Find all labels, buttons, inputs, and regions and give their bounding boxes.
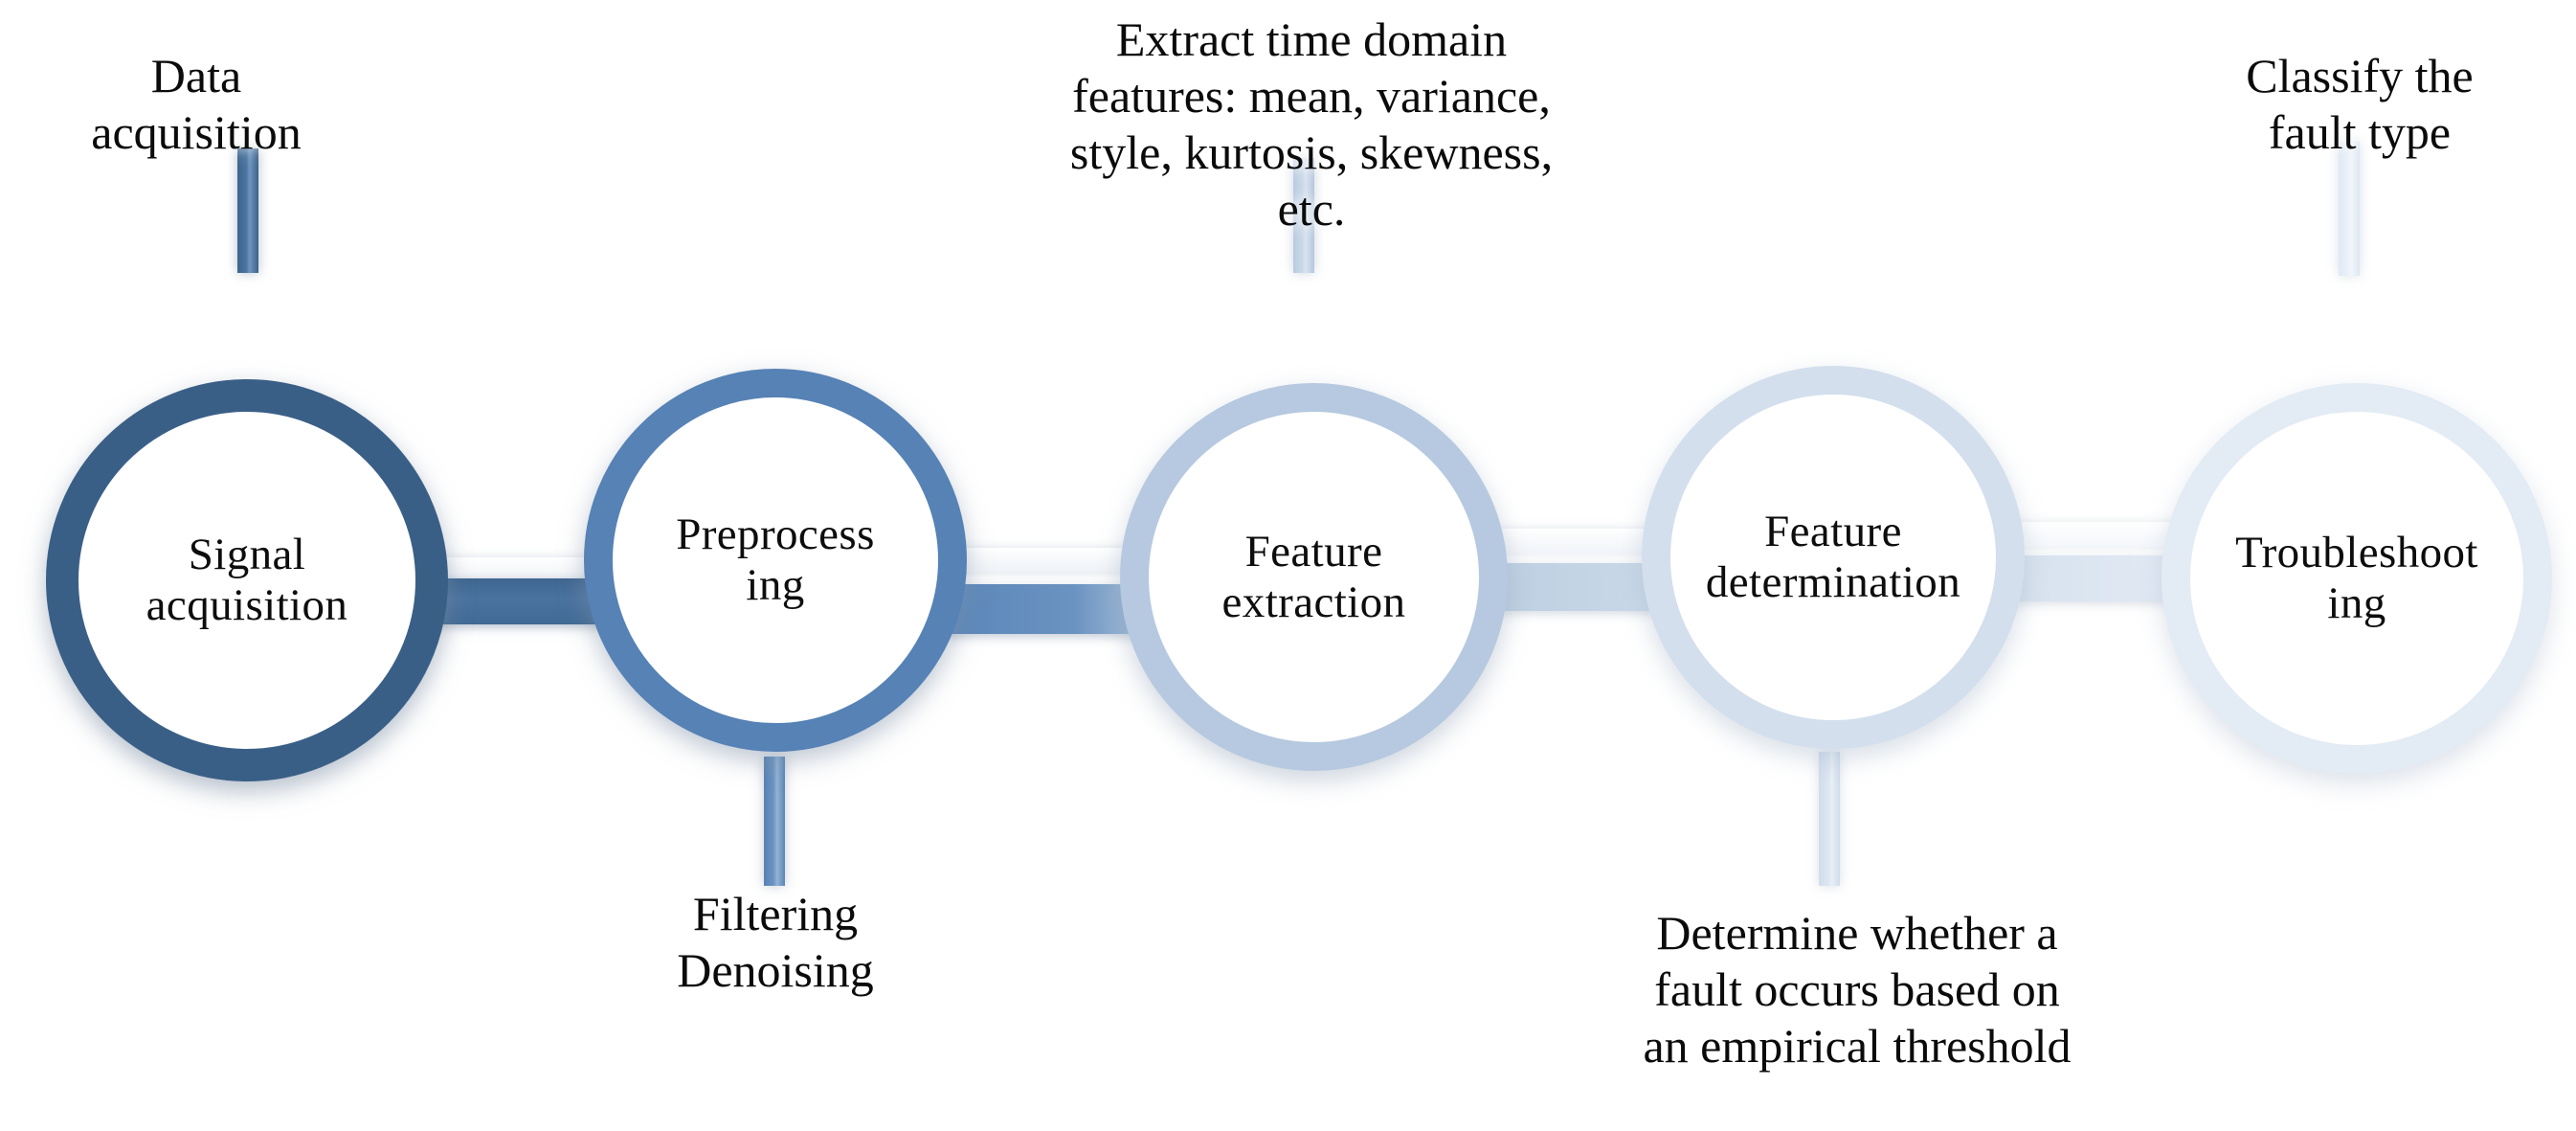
node-label-feature-determination: Feature determination <box>1705 507 1961 607</box>
stem-troubleshooting-top <box>2339 142 2360 276</box>
node-label-feature-extraction: Feature extraction <box>1221 526 1406 627</box>
node-label-preprocessing: Preprocess ing <box>676 509 875 610</box>
caption-data-acquisition: Data acquisition <box>91 49 302 159</box>
stem-data-acquisition <box>237 148 258 273</box>
caption-time-domain-features: Extract time domain features: mean, vari… <box>1069 12 1554 236</box>
node-label-signal-acquisition: Signal acquisition <box>146 530 348 630</box>
node-feature-determination[interactable]: Feature determination <box>1642 366 2025 749</box>
caption-empirical-threshold: Determine whether a fault occurs based o… <box>1643 906 2072 1073</box>
link-highlight-signal-preprocessing <box>412 557 632 578</box>
node-signal-acquisition[interactable]: Signal acquisition <box>46 379 448 781</box>
node-feature-extraction[interactable]: Feature extraction <box>1120 383 1508 771</box>
caption-filtering-denoising: Filtering Denoising <box>677 887 874 997</box>
caption-classify-fault-type: Classify the fault type <box>2246 49 2474 159</box>
stem-preprocessing-bottom <box>764 757 785 886</box>
node-label-troubleshooting: Troubleshoot ing <box>2235 528 2478 628</box>
node-troubleshooting[interactable]: Troubleshoot ing <box>2162 383 2552 774</box>
stem-feature-extraction-top <box>1293 158 1314 273</box>
stem-feature-determination-bottom <box>1819 752 1840 886</box>
node-preprocessing[interactable]: Preprocess ing <box>584 369 967 752</box>
